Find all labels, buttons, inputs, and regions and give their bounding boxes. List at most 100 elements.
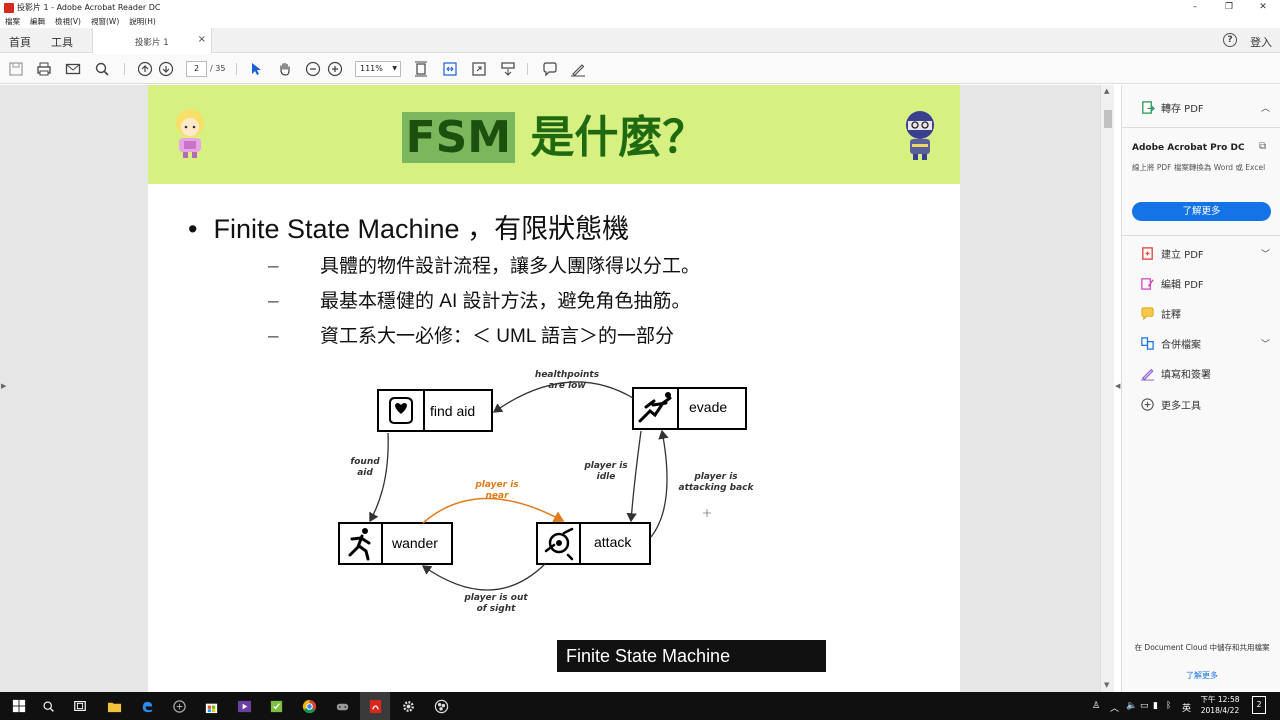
- login-link[interactable]: 登入: [1250, 36, 1272, 49]
- maximize-button[interactable]: ❐: [1224, 2, 1234, 12]
- system-clock[interactable]: 下午 12:58 2018/4/22: [1195, 694, 1245, 716]
- menu-window[interactable]: 視窗(W): [90, 17, 120, 26]
- label-near-2: near: [485, 491, 509, 501]
- document-viewport[interactable]: ▶ FSM 是什麼？ •Fini: [0, 85, 1100, 692]
- create-pdf-item[interactable]: 建立 PDF ﹀: [1140, 245, 1270, 261]
- obs-app-icon[interactable]: [432, 697, 450, 715]
- toolbar: 2 / 35 111% ▼: [0, 54, 1280, 84]
- people-icon[interactable]: ♙: [1092, 701, 1101, 711]
- right-panel-toggle-icon[interactable]: ◀: [1115, 382, 1121, 390]
- tab-tools[interactable]: 工具: [51, 36, 73, 49]
- input-language-indicator[interactable]: 英: [1182, 704, 1192, 714]
- close-tab-icon[interactable]: ×: [197, 34, 206, 45]
- zoom-in-icon[interactable]: [327, 61, 343, 77]
- search-icon[interactable]: [94, 61, 110, 77]
- zoom-select[interactable]: 111% ▼: [355, 61, 401, 77]
- page-number-input[interactable]: 2: [186, 61, 207, 77]
- bluetooth-icon[interactable]: ᛒ: [1166, 701, 1172, 711]
- task-view-icon[interactable]: [71, 697, 89, 715]
- save-icon[interactable]: [8, 61, 24, 77]
- fsm-diagram: find aid evade wander: [338, 370, 754, 614]
- title-bar: 投影片 1 - Adobe Acrobat Reader DC: [0, 0, 1280, 15]
- learn-more-button[interactable]: 了解更多: [1132, 202, 1271, 221]
- sign-icon[interactable]: [570, 61, 586, 77]
- tab-document-label: 投影片 1: [135, 38, 169, 48]
- label-sight-2: of sight: [477, 604, 517, 614]
- game-controller-icon[interactable]: [333, 697, 351, 715]
- toolbar-separator: [124, 63, 125, 75]
- battery-icon[interactable]: ▮: [1153, 701, 1158, 711]
- label-sight-1: player is out: [463, 593, 528, 603]
- select-cursor-icon[interactable]: [248, 61, 264, 77]
- left-panel-toggle-icon[interactable]: ▶: [1, 382, 7, 390]
- sub-bullet-3: –資工系大一必修：＜ UML 語言＞的一部分: [268, 321, 674, 348]
- store-icon[interactable]: [202, 697, 220, 715]
- fullscreen-icon[interactable]: [471, 61, 487, 77]
- help-icon[interactable]: ?: [1223, 33, 1237, 47]
- pdf-page: FSM 是什麼？ •Finite State Machine ，有限狀態機 –具…: [148, 85, 960, 692]
- comment-icon[interactable]: [542, 61, 558, 77]
- acrobat-logo-icon: [4, 2, 14, 13]
- network-app-icon[interactable]: [170, 697, 188, 715]
- label-found-1: found: [350, 457, 380, 467]
- tab-home[interactable]: 首頁: [9, 36, 31, 49]
- edge-browser-icon[interactable]: [138, 697, 156, 715]
- close-window-button[interactable]: ✕: [1259, 2, 1267, 12]
- fit-width-icon[interactable]: [442, 61, 458, 77]
- acrobat-pro-title: Adobe Acrobat Pro DC: [1132, 143, 1245, 153]
- more-tools-item[interactable]: 更多工具: [1140, 396, 1270, 412]
- chevron-up-icon[interactable]: ︿: [1260, 103, 1270, 114]
- comment-item[interactable]: 註釋: [1140, 305, 1270, 321]
- window-controls: – ❐ ✕: [1178, 0, 1280, 15]
- page-down-icon[interactable]: [158, 61, 174, 77]
- chevron-down-icon[interactable]: ﹀: [1260, 249, 1270, 260]
- notes-app-icon[interactable]: [267, 697, 285, 715]
- page-total: / 35: [210, 64, 226, 73]
- print-icon[interactable]: [36, 61, 52, 77]
- chevron-down-icon[interactable]: ﹀: [1260, 339, 1270, 350]
- file-explorer-icon[interactable]: [105, 697, 123, 715]
- menu-edit[interactable]: 編輯: [30, 17, 45, 26]
- search-icon[interactable]: [39, 697, 57, 715]
- hand-icon[interactable]: [277, 61, 293, 77]
- state-attack: attack: [536, 522, 651, 565]
- menu-help[interactable]: 說明(H): [129, 17, 156, 26]
- arrow-wander-to-attack: [422, 497, 565, 524]
- export-pdf-label: 轉存 PDF: [1161, 103, 1204, 115]
- scrollbar-thumb[interactable]: [1104, 110, 1112, 128]
- scroll-down-icon[interactable]: ▼: [1104, 681, 1110, 689]
- tab-document[interactable]: 投影片 1 ×: [92, 28, 212, 53]
- acrobat-taskbar-icon[interactable]: [360, 692, 390, 720]
- label-found-2: aid: [357, 468, 373, 478]
- email-icon[interactable]: [65, 61, 81, 77]
- settings-gear-icon[interactable]: [399, 697, 417, 715]
- chrome-icon[interactable]: [300, 697, 318, 715]
- menu-view[interactable]: 檢視(V): [55, 17, 81, 26]
- add-circle-icon: [1141, 397, 1154, 411]
- state-wander-label: wander: [391, 535, 438, 551]
- scroll-mode-icon[interactable]: [500, 61, 516, 77]
- media-player-icon[interactable]: [235, 697, 253, 715]
- copy-icon[interactable]: ⧉: [1259, 141, 1267, 152]
- show-hidden-icons[interactable]: ︿: [1110, 704, 1120, 714]
- document-cloud-learn-more[interactable]: 了解更多: [1186, 671, 1218, 680]
- menu-file[interactable]: 檔案: [5, 17, 20, 26]
- notification-center-icon[interactable]: 2: [1252, 696, 1266, 714]
- volume-icon[interactable]: 🔈: [1126, 701, 1138, 711]
- export-pdf-item[interactable]: 轉存 PDF ︿: [1140, 99, 1270, 115]
- sub-bullet-text: 最基本穩健的 AI 設計方法，避免角色抽筋。: [320, 291, 691, 312]
- edit-pdf-item[interactable]: 編輯 PDF: [1140, 275, 1270, 291]
- zoom-out-icon[interactable]: [305, 61, 321, 77]
- minimize-button[interactable]: –: [1192, 2, 1198, 12]
- vertical-scrollbar[interactable]: ▲ ▼: [1100, 85, 1114, 692]
- page-up-icon[interactable]: [137, 61, 153, 77]
- combine-files-item[interactable]: 合併檔案 ﹀: [1140, 335, 1270, 351]
- sub-bullet-2: –最基本穩健的 AI 設計方法，避免角色抽筋。: [268, 286, 691, 313]
- network-icon[interactable]: ▭: [1140, 701, 1149, 711]
- main-bullet: •Finite State Machine ，有限狀態機: [188, 207, 629, 246]
- fit-page-icon[interactable]: [413, 61, 429, 77]
- state-attack-label: attack: [594, 534, 632, 550]
- fill-sign-item[interactable]: 填寫和簽署: [1140, 365, 1270, 381]
- scroll-up-icon[interactable]: ▲: [1104, 87, 1110, 95]
- windows-start-icon[interactable]: [10, 697, 28, 715]
